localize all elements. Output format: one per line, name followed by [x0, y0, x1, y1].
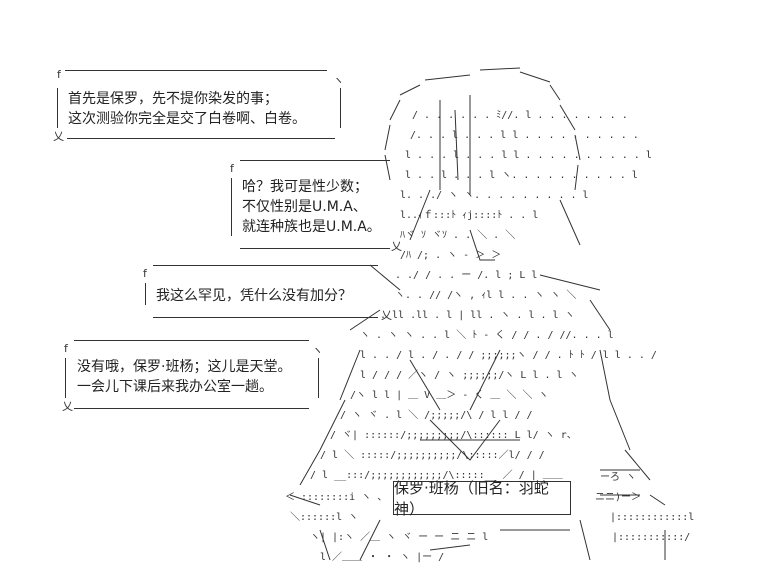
svg-text:ーろ ヽ: ーろ ヽ: [600, 472, 636, 483]
svg-text:|:::::::::::/: |:::::::::::/: [612, 532, 690, 543]
character-name-label: 保罗·班杨（旧名：羽蛇神）: [393, 479, 571, 518]
svg-text:. ./ / . . ー /. l ; L l: . ./ / . . ー /. l ; L l: [395, 270, 537, 281]
svg-text:/ ヽ ヾ . l ＼ /;;;;;/\ /: / ヽ ヾ . l ＼ /;;;;;/\ / l l / /: [340, 409, 533, 421]
bubble-corner-icon: 乂: [391, 240, 402, 253]
bubble-line: 我这么罕见，凭什么没有加分？: [156, 288, 352, 304]
speech-bubble-4: f ヽ 没有哦，保罗·班杨；这儿是天堂。 一会儿下课后来我办公室一趟。 乂: [62, 340, 323, 413]
bubble-corner-icon: f: [230, 162, 234, 175]
bubble-line: 没有哦，保罗·班杨；这儿是天堂。: [77, 359, 292, 375]
svg-text:/ ヾ| ::::::/;;;;;;;;;/\::: / ヾ| ::::::/;;;;;;;;;/\:::::: L l/ ヽ r、: [330, 430, 577, 441]
bubble-line: 首先是保罗，先不提你染发的事；: [68, 91, 278, 107]
bubble-corner-icon: 乂: [381, 309, 392, 322]
svg-text:/ . . . . . . ﾐ//. l . . . . .: / . . . . . . ﾐ//. l . . . . . . . .: [412, 110, 628, 121]
bubble-corner-icon: f: [64, 342, 68, 355]
svg-text:/. . . l . . . l l . . . . .: /. . . l . . . l l . . . . . . . . . .: [410, 130, 639, 141]
svg-text:/ l __:::/;;;;;;;;;;;;/: / l __:::/;;;;;;;;;;;;/\:::::__ ／ / | ＿＿: [310, 469, 563, 481]
svg-text:/ﾊ /; . ヽ - ＞ ＞: /ﾊ /; . ヽ - ＞ ＞: [400, 250, 501, 261]
svg-text:l . . . l . . . l l . . . .: l . . . l . . . l l . . . . . . . . . . …: [405, 150, 652, 161]
svg-text:. ll .ll . l | ll . ヽ . l .: . ll .ll . l | ll . ヽ . l . l ヽ: [380, 310, 575, 321]
svg-text:ﾊヾ ｿ ヾｿ . . ＼ . ＼: ﾊヾ ｿ ヾｿ . . ＼ . ＼: [400, 229, 515, 241]
svg-text:l . . / l . / . / / ;;;;;;ヽ: l . . / l . / . / / ;;;;;;ヽ / / . ﾄ ﾄ / …: [360, 350, 657, 361]
bubble-corner-icon: ヽ: [312, 344, 323, 357]
bubble-corner-icon: f: [57, 68, 61, 81]
bubble-corner-icon: ヽ: [333, 74, 344, 87]
speech-bubble-3: f 我这么罕见，凭什么没有加分？ 乂: [143, 265, 393, 322]
bubble-line: 哈？我可是性少数；: [242, 179, 368, 195]
bubble-corner-icon: 乂: [62, 400, 73, 413]
svg-text:ヽ . ヽ ヽ . . l ＼ ﾄ - く / / .: ヽ . ヽ ヽ . . l ＼ ﾄ - く / / . / //. . . l: [360, 329, 614, 341]
bubble-line: 不仅性别是U.M.A、: [242, 199, 367, 215]
bubble-line: 一会儿下课后来我办公室一趟。: [77, 379, 273, 395]
svg-text:/ l ＼ :::::/;;;;;;;;;;/\:: / l ＼ :::::/;;;;;;;;;;/\:::::／l/ / /: [320, 449, 545, 461]
bubble-corner-icon: 乂: [53, 130, 64, 143]
svg-text:＼::::::l ヽ: ＼::::::l ヽ: [290, 511, 358, 523]
svg-text:ニニ)ー＞: ニニ)ー＞: [595, 492, 641, 503]
svg-text:l / / / ／ヽ / ヽ ;;;;;;/ヽ L l: l / / / ／ヽ / ヽ ;;;;;;/ヽ L l . l ヽ: [360, 369, 579, 381]
svg-text:|::::::::::::l: |::::::::::::l: [610, 512, 694, 523]
svg-text:l ／＿＿ ・ ・: l ／＿＿ ・ ・ ヽ |ー /: [320, 551, 444, 563]
svg-text:l. . ./ ヽ ヽ. . . . . . .: l. . ./ ヽ ヽ. . . . . . . . . l: [400, 190, 589, 201]
speech-bubble-2: f 哈？我可是性少数； 不仅性别是U.M.A、 就连种族也是U.M.A。 乂: [228, 160, 402, 253]
svg-text:ヽ. . // /ヽ , ｨl l . . ヽ ヽ: ヽ. . // /ヽ , ｨl l . . ヽ ヽ ＼: [395, 289, 576, 301]
speech-bubble-1: f ヽ 首先是保罗，先不提你染发的事； 这次测验你完全是交了白卷啊、白卷。 乂: [53, 68, 345, 143]
svg-text:/ヽ l l | ＿ V ＿＞ - く ＿ ＼ ＼ ヽ: /ヽ l l | ＿ V ＿＞ - く ＿ ＼ ＼ ヽ: [350, 389, 548, 401]
svg-text:ヽ| |:ヽ ／＿ ヽ ヾ ー: ヽ| |:ヽ ／＿ ヽ ヾ ー ー ニ ニ l: [310, 531, 488, 543]
bubble-line: 这次测验你完全是交了白卷啊、白卷。: [68, 111, 306, 127]
svg-text:l..ｨｆ:::ﾄ ｨj::::ﾄ . . l: l..ｨｆ:::ﾄ ｨj::::ﾄ . . l: [400, 209, 538, 221]
svg-text:l . . l . . . l ヽ. . . . .: l . . l . . . l ヽ. . . . . . . . . . l: [405, 170, 638, 181]
svg-text:＜ ::::::::i ヽ 、: ＜ ::::::::i ヽ 、: [285, 492, 387, 503]
bubble-line: 就连种族也是U.M.A。: [242, 219, 381, 235]
bubble-corner-icon: f: [143, 267, 147, 280]
